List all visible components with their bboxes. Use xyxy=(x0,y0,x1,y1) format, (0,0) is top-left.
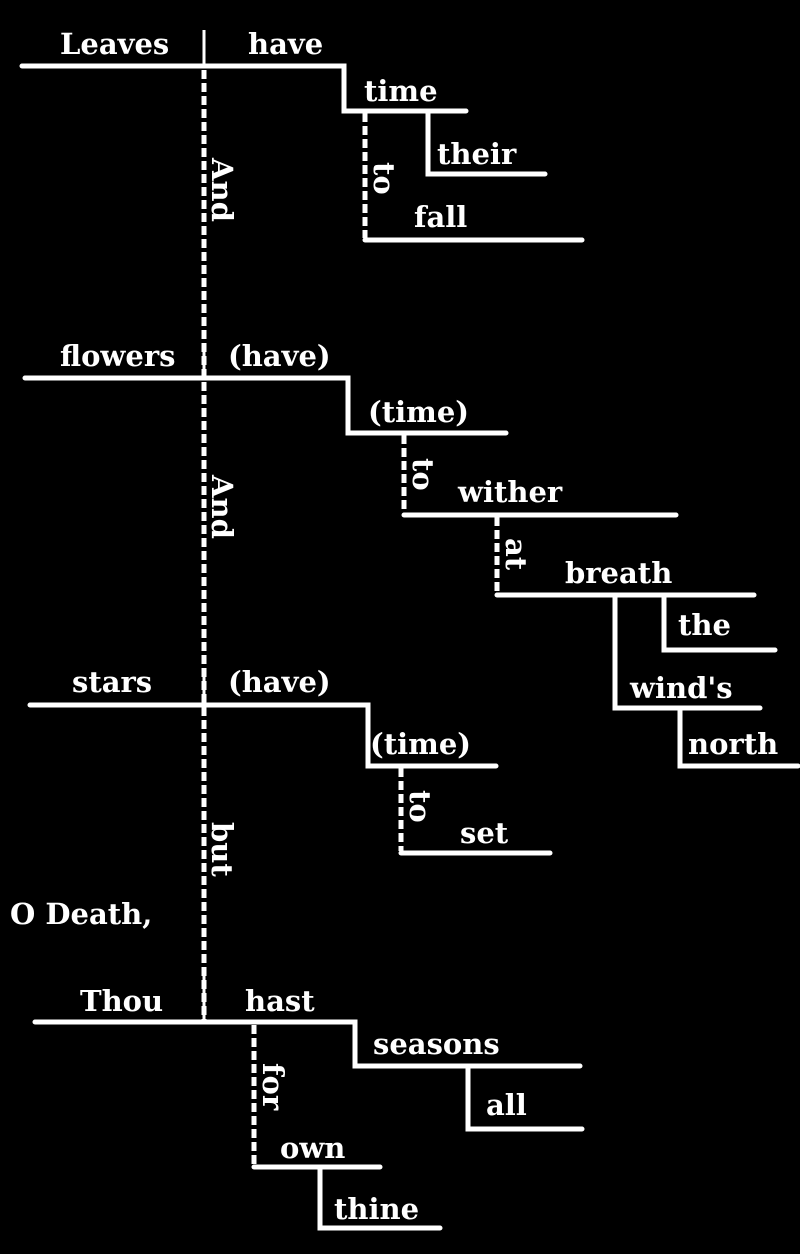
infinitive: wither xyxy=(457,475,563,509)
prep-object-modifier-line xyxy=(317,1164,443,1231)
verb: have xyxy=(248,27,323,61)
object: seasons xyxy=(373,1027,500,1061)
baseline-1 xyxy=(19,63,469,114)
prep-object: own xyxy=(280,1131,345,1165)
clause-3: stars (have) (time) to set but xyxy=(27,665,553,877)
preposition: to xyxy=(403,790,437,823)
prep-object: breath xyxy=(565,556,672,590)
object-modifier: their xyxy=(437,137,517,171)
conjunction: And xyxy=(205,157,239,222)
infinitive: set xyxy=(460,816,509,850)
object-modifier: all xyxy=(486,1088,527,1122)
possessive-modifier: north xyxy=(688,727,778,761)
subject: flowers xyxy=(60,339,175,373)
possessive: wind's xyxy=(629,671,733,705)
baseline-3 xyxy=(27,702,499,769)
article-line xyxy=(661,592,778,653)
baseline-2 xyxy=(22,375,509,436)
clause-1: Leaves have time their to fall And xyxy=(19,27,585,243)
preposition2: at xyxy=(499,538,533,571)
verb: (have) xyxy=(228,339,331,373)
conjunction: but xyxy=(205,822,239,877)
modifier-line xyxy=(425,108,548,177)
possessive-modifier-line xyxy=(677,705,800,769)
possessive-line xyxy=(612,592,763,711)
object: (time) xyxy=(370,727,471,761)
clause-4: Thou hast seasons all for own thine xyxy=(32,975,585,1231)
conjunction: And xyxy=(205,474,239,539)
preposition: for xyxy=(256,1063,290,1111)
verb: hast xyxy=(245,984,315,1018)
preposition: to xyxy=(406,458,440,491)
address: O Death, xyxy=(10,897,152,931)
preposition: to xyxy=(367,162,401,195)
infinitive: fall xyxy=(414,200,467,234)
subject: Thou xyxy=(80,984,163,1018)
article: the xyxy=(678,608,731,642)
object-modifier-line xyxy=(465,1063,585,1132)
prep-object-modifier: thine xyxy=(334,1192,419,1226)
subject: Leaves xyxy=(60,27,169,61)
object: time xyxy=(364,74,438,108)
verb: (have) xyxy=(228,665,331,699)
clause-2: flowers (have) (time) to wither at breat… xyxy=(22,339,800,769)
subject: stars xyxy=(72,665,152,699)
object: (time) xyxy=(368,395,469,429)
